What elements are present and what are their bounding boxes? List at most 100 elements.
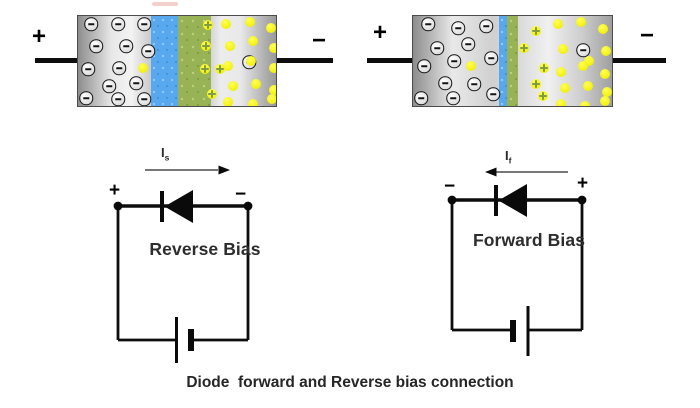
minority-hole-icon bbox=[138, 63, 148, 73]
depletion-positive-ion-band bbox=[178, 16, 211, 106]
electron-icon bbox=[430, 41, 444, 55]
hole-icon bbox=[266, 23, 276, 33]
hole-plus-icon bbox=[207, 89, 217, 99]
electron-icon bbox=[451, 21, 465, 35]
figure-caption: Diode forward and Reverse bias connectio… bbox=[186, 374, 514, 391]
hole-plus-icon bbox=[539, 63, 549, 73]
right-node-dot bbox=[577, 195, 587, 205]
hole-icon bbox=[269, 85, 276, 95]
reverse-bias-label: Reverse Bias bbox=[149, 239, 261, 259]
forward-bias-schematic bbox=[447, 167, 587, 356]
hole-icon bbox=[556, 67, 566, 77]
electron-icon bbox=[137, 92, 151, 106]
hole-icon bbox=[267, 94, 276, 104]
minority-hole-icon bbox=[466, 61, 476, 71]
pn-junction-reverse-bias bbox=[77, 15, 277, 107]
electron-icon bbox=[417, 59, 431, 73]
hole-icon bbox=[600, 69, 610, 79]
junction2-plus-terminal-label: + bbox=[373, 19, 388, 46]
hole-icon bbox=[601, 46, 611, 56]
diode-triangle bbox=[498, 184, 527, 217]
reverse-current-label: Is bbox=[161, 146, 169, 162]
hole-icon bbox=[578, 61, 588, 71]
hole-icon bbox=[248, 36, 258, 46]
junction1-left-lead-wire bbox=[35, 58, 78, 63]
circuit1-minus-sign: − bbox=[235, 184, 247, 205]
battery-short-plate bbox=[188, 329, 194, 351]
forward-bias-circuit: − + If Forward Bias bbox=[430, 148, 605, 378]
reverse-bias-schematic bbox=[113, 165, 253, 363]
electron-icon bbox=[446, 91, 460, 105]
junction2-left-lead-wire bbox=[367, 58, 413, 63]
junction1-plus-terminal-label: + bbox=[32, 23, 47, 50]
current-subscript: s bbox=[164, 152, 170, 163]
circuit1-plus-sign: + bbox=[109, 180, 121, 201]
hole-icon bbox=[583, 81, 593, 91]
current-symbol: I bbox=[161, 145, 165, 160]
electron-icon bbox=[484, 51, 498, 65]
hole-plus-icon bbox=[538, 91, 548, 101]
particle-layer bbox=[413, 16, 612, 106]
hole-plus-icon bbox=[201, 41, 211, 51]
forward-current-label: If bbox=[505, 149, 511, 165]
junction2-right-lead-wire bbox=[612, 58, 666, 63]
hole-icon bbox=[269, 43, 276, 53]
electron-icon bbox=[111, 92, 125, 106]
left-node-dot bbox=[113, 201, 123, 211]
hole-icon bbox=[584, 56, 594, 66]
depletion-negative-ion-band bbox=[151, 16, 178, 106]
right-node-dot bbox=[243, 201, 253, 211]
hole-icon bbox=[600, 96, 610, 106]
junction1-minus-terminal-label: − bbox=[312, 27, 327, 54]
hole-icon bbox=[269, 63, 276, 73]
scan-artifact bbox=[152, 2, 178, 6]
hole-icon bbox=[245, 17, 255, 27]
minority-electron-icon bbox=[576, 43, 590, 57]
hole-icon bbox=[556, 99, 566, 106]
electron-icon bbox=[479, 19, 493, 33]
battery-long-plate bbox=[175, 317, 178, 363]
hole-plus-icon bbox=[215, 64, 225, 74]
hole-plus-icon bbox=[531, 26, 541, 36]
current-subscript: f bbox=[508, 155, 512, 166]
electron-icon bbox=[447, 54, 461, 68]
junction2-minus-terminal-label: − bbox=[640, 22, 655, 49]
electron-icon bbox=[112, 61, 126, 75]
hole-icon bbox=[221, 19, 231, 29]
electron-icon bbox=[137, 17, 151, 31]
left-node-dot bbox=[447, 195, 457, 205]
hole-icon bbox=[223, 61, 233, 71]
circuit2-plus-sign: + bbox=[577, 173, 589, 194]
electron-icon bbox=[84, 17, 98, 31]
electron-icon bbox=[438, 76, 452, 90]
hole-plus-icon bbox=[531, 79, 541, 89]
diode-cathode-bar bbox=[160, 191, 164, 222]
electron-icon bbox=[486, 87, 500, 101]
hole-icon bbox=[576, 17, 586, 27]
hole-icon bbox=[553, 19, 563, 29]
pn-junction-forward-bias bbox=[412, 15, 613, 107]
electron-icon bbox=[461, 37, 475, 51]
hole-icon bbox=[580, 101, 590, 106]
hole-icon bbox=[248, 99, 258, 106]
hole-icon bbox=[251, 79, 261, 89]
hole-icon bbox=[225, 41, 235, 51]
depletion-positive-ion-band bbox=[507, 16, 518, 106]
hole-plus-icon bbox=[519, 43, 529, 53]
electron-icon bbox=[89, 39, 103, 53]
electron-icon bbox=[467, 77, 481, 91]
hole-icon bbox=[598, 24, 608, 34]
hole-icon bbox=[246, 56, 256, 66]
circuit2-minus-sign: − bbox=[444, 176, 456, 197]
electron-icon bbox=[421, 17, 435, 31]
hole-icon bbox=[560, 83, 570, 93]
diode-cathode-bar bbox=[494, 185, 498, 216]
current-arrow-head bbox=[218, 165, 230, 175]
forward-bias-label: Forward Bias bbox=[472, 230, 586, 250]
hole-plus-icon bbox=[200, 64, 210, 74]
hole-plus-icon bbox=[203, 20, 213, 30]
reverse-bias-circuit: + − Is Reverse Bias bbox=[95, 145, 265, 375]
electron-icon bbox=[141, 44, 155, 58]
electron-icon bbox=[414, 91, 428, 105]
electron-icon bbox=[111, 17, 125, 31]
